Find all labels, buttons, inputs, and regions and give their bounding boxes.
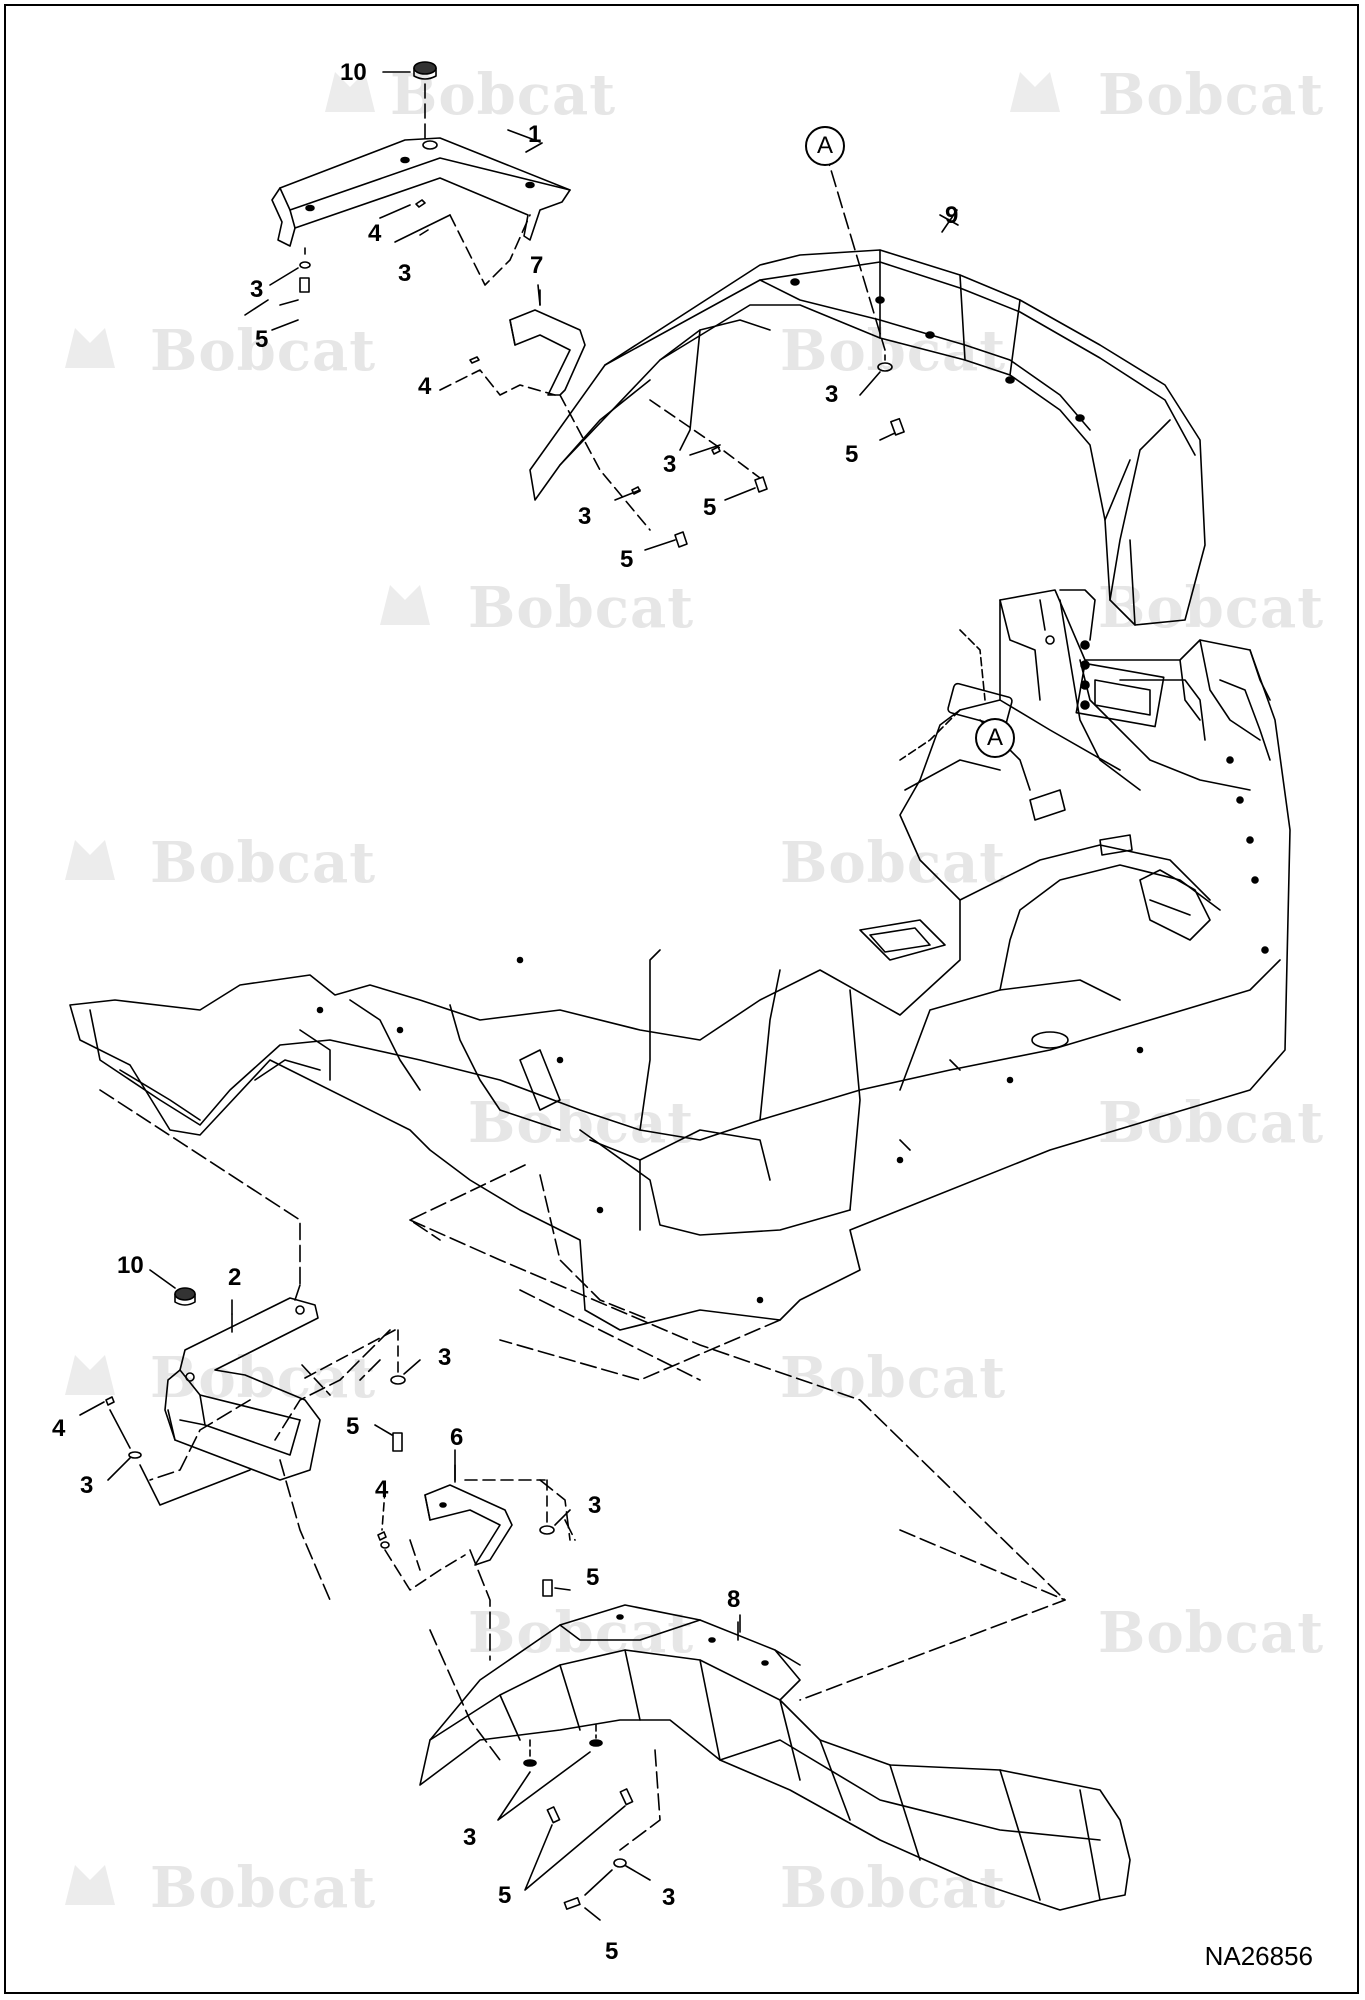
fasteners-part-1 [269,199,531,331]
leader-dashes-lower [99,1089,1066,1851]
watermark-text: Bobcat [780,1855,1007,1921]
watermark-text: Bobcat [468,1090,695,1156]
callout-5: 5 [586,1564,600,1591]
bobcat-logo-icon [325,72,375,112]
callout-4: 4 [375,1476,389,1503]
part-9-top-fender [529,149,1206,626]
callout-3: 3 [250,276,264,303]
callout-10: 10 [340,59,367,86]
watermark-text: Bobcat [780,830,1007,896]
callout-3: 3 [398,260,412,287]
watermark-text: Bobcat [1098,575,1325,641]
callout-3: 3 [662,1884,676,1911]
part-6-bracket [377,1464,571,1597]
drawing-frame [4,4,1359,1994]
fasteners-part-8 [497,1724,651,1921]
callout-3: 3 [588,1492,602,1519]
callout-5: 5 [703,494,717,521]
callout-9: 9 [945,202,959,229]
callout-5: 5 [346,1413,360,1440]
detail-marker-a-frame: A [975,718,1015,758]
watermark-text: Bobcat [150,830,377,896]
callout-3: 3 [438,1344,452,1371]
watermark-text: Bobcat [1098,1600,1325,1666]
part-2-bracket [164,1297,321,1481]
bobcat-logo-icon [65,1865,115,1905]
callout-4: 4 [52,1415,66,1442]
watermark-text: Bobcat [468,575,695,641]
callout-8: 8 [727,1586,741,1613]
watermark-text: Bobcat [780,318,1007,384]
callout-7: 7 [530,252,544,279]
callout-3: 3 [825,381,839,408]
callout-5: 5 [620,546,634,573]
watermark-text: Bobcat [1098,1090,1325,1156]
callout-4: 4 [368,220,382,247]
part-10-bottom-bumper [149,1269,196,1306]
callout-3: 3 [663,451,677,478]
callout-4: 4 [418,373,432,400]
fasteners-part-2 [79,1329,421,1506]
callout-3: 3 [463,1824,477,1851]
watermark-text: Bobcat [150,318,377,384]
callout-10: 10 [117,1252,144,1279]
fasteners-part-9 [559,354,905,551]
callout-2: 2 [228,1264,242,1291]
callout-5: 5 [605,1938,619,1965]
callout-5: 5 [498,1882,512,1909]
watermark-text: Bobcat [150,1345,377,1411]
bobcat-logo-icon [65,840,115,880]
callout-5: 5 [255,326,269,353]
watermark-text: Bobcat [1098,62,1325,128]
bobcat-logo-icon [65,1355,115,1395]
callout-6: 6 [450,1424,464,1451]
part-10-top-bumper [382,61,437,80]
callout-5: 5 [845,441,859,468]
machine-frame [69,589,1291,1331]
watermark-text: Bobcat [780,1345,1007,1411]
bobcat-logo-icon [1010,72,1060,112]
detail-marker-a-top: A [805,126,845,166]
watermark-text: Bobcat [150,1855,377,1921]
bobcat-logo-icon [380,585,430,625]
drawing-reference-code: NA26856 [1204,1941,1313,1971]
callout-3: 3 [80,1472,94,1499]
bobcat-logo-icon [65,328,115,368]
part-1-bracket [271,83,571,247]
part-7-bracket [439,289,586,396]
callout-leaders [231,142,958,1633]
part-8-bottom-fender [419,1604,1131,1911]
callout-1: 1 [528,121,542,148]
callout-3: 3 [578,503,592,530]
